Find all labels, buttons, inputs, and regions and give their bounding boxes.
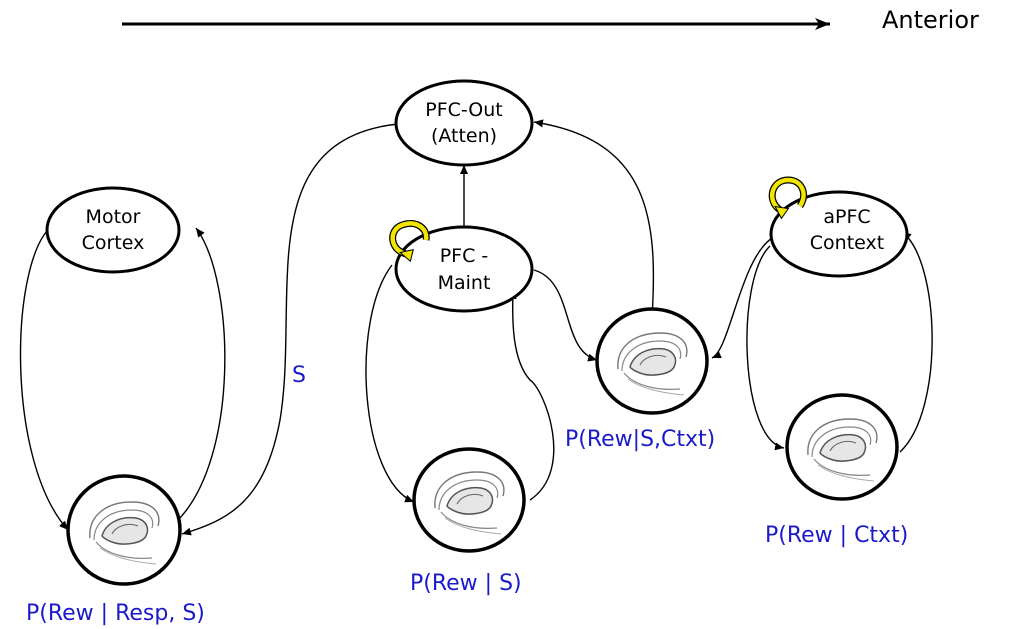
node-pfc-maint-line1: PFC - xyxy=(440,245,489,267)
self-loop-apfc-fill xyxy=(769,177,806,210)
node-apfc-line2: Context xyxy=(810,232,884,254)
edge-apfc-to-bg xyxy=(746,245,785,451)
self-loop-maint-fill xyxy=(390,221,429,254)
node-pfc-out-line2: (Atten) xyxy=(431,125,497,147)
node-motor-cortex: Motor Cortex xyxy=(45,186,181,274)
bg-maint xyxy=(412,447,526,553)
label-bg-maint: P(Rew | S) xyxy=(410,571,522,596)
edge-apfc-to-outbg xyxy=(711,237,773,359)
edge-bg-to-apfc xyxy=(899,231,933,453)
node-pfc-out-line1: PFC-Out xyxy=(425,99,502,121)
node-pfc-out: PFC-Out (Atten) xyxy=(394,79,534,167)
edge-maint-to-bg xyxy=(365,264,415,503)
node-pfc-maint-line2: Maint xyxy=(438,272,491,294)
label-s: S xyxy=(292,363,306,388)
node-motor-line2: Cortex xyxy=(82,232,145,254)
bg-apfc xyxy=(785,393,899,501)
label-bg-apfc: P(Rew | Ctxt) xyxy=(765,523,908,548)
anterior-label: Anterior xyxy=(882,6,979,34)
node-apfc-line1: aPFC xyxy=(823,206,870,228)
node-apfc-context: aPFC Context xyxy=(769,190,909,278)
edge-maint-to-outbg xyxy=(533,269,598,362)
node-pfc-maint: PFC - Maint xyxy=(394,225,534,313)
bg-motor xyxy=(66,474,182,586)
edge-motor-to-bg xyxy=(19,225,69,531)
label-bg-out: P(Rew|S,Ctxt) xyxy=(565,427,715,452)
edge-outbg-to-pfcout xyxy=(533,119,655,319)
edge-bg-to-motor xyxy=(175,227,226,523)
edge-bg-to-maint xyxy=(508,289,555,501)
bg-out xyxy=(595,307,709,415)
node-motor-line1: Motor xyxy=(86,206,141,228)
edge-pfcout-to-bg xyxy=(181,123,399,536)
label-bg-motor: P(Rew | Resp, S) xyxy=(26,601,205,626)
